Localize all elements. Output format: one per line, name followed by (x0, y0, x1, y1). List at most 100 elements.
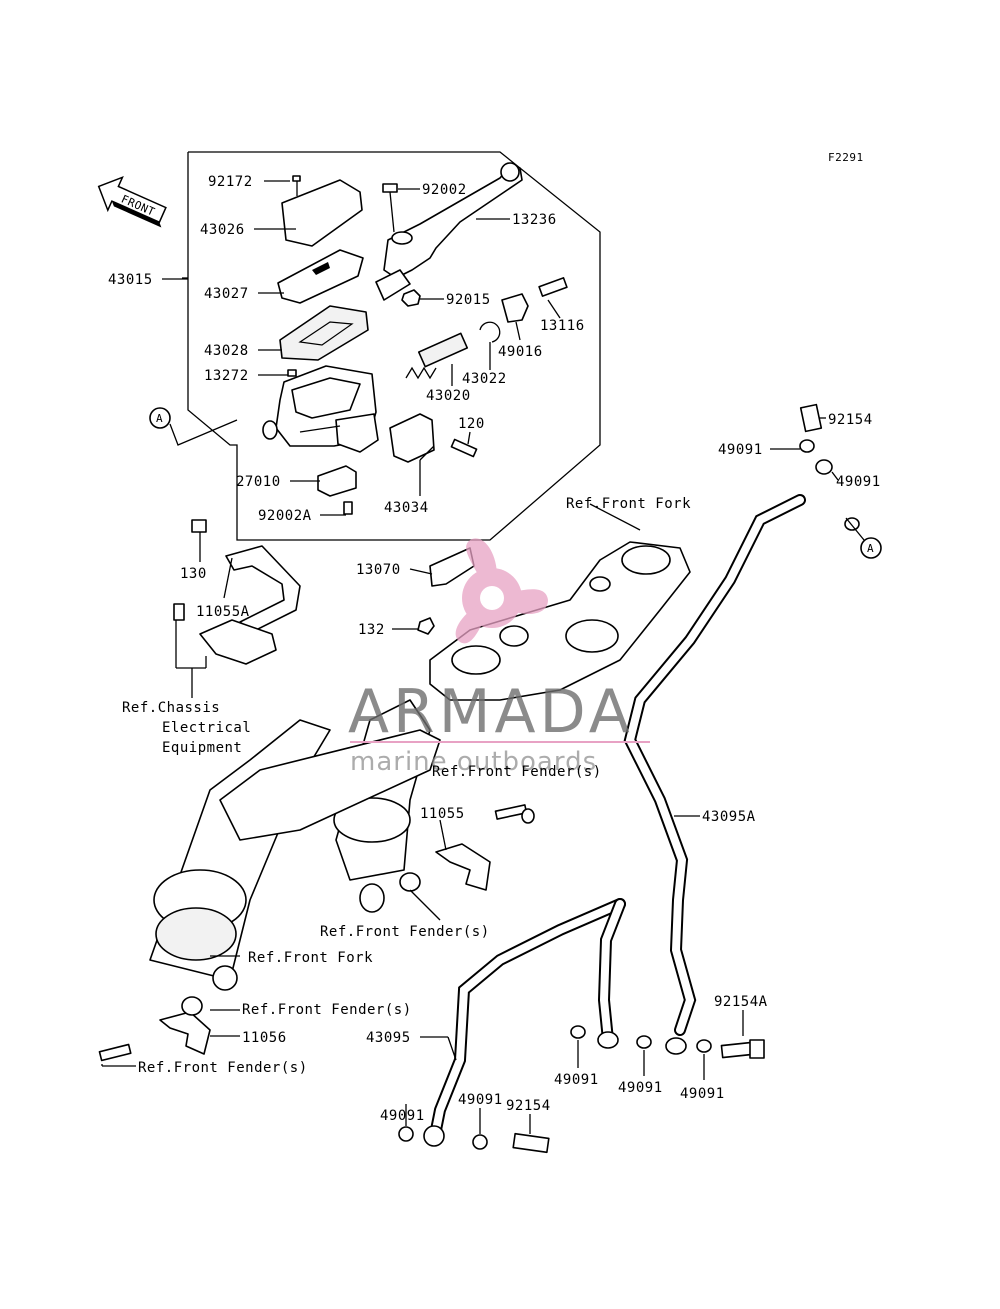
collar-fender-low (181, 996, 203, 1016)
bracket-11055 (435, 843, 491, 891)
callout-43095A: 43095A (702, 809, 756, 825)
callout-11056: 11056 (242, 1030, 287, 1046)
callout-92154-top: 92154 (828, 412, 873, 428)
master-cylinder-body (262, 365, 379, 453)
callout-92002: 92002 (422, 182, 467, 198)
screw-92172 (292, 175, 301, 196)
plate-43027 (277, 249, 364, 304)
ref-front-fender-3: Ref.Front Fender(s) (242, 1002, 412, 1018)
callout-43034: 43034 (384, 500, 429, 516)
callout-43026: 43026 (200, 222, 245, 238)
bolt-fender-low (98, 1043, 132, 1062)
banjo-fitting-left-caliper (597, 1031, 619, 1049)
banjo-fitting-right-caliper (665, 1037, 687, 1055)
callout-43027: 43027 (204, 286, 249, 302)
callout-92002A: 92002A (258, 508, 312, 524)
lower-triple-clamp (219, 729, 441, 841)
bolt-92002A (343, 501, 353, 515)
collar-fender (399, 872, 421, 892)
washer-49091-d (636, 1035, 652, 1049)
grommet-fender (359, 883, 385, 913)
piston-43020 (405, 332, 469, 380)
washer-49091-c (570, 1025, 586, 1039)
front-arrow-icon: FRONT (97, 175, 167, 228)
lever-13236 (375, 162, 523, 301)
callout-49091-b: 49091 (836, 474, 881, 490)
ref-a-right-label: A (867, 542, 874, 555)
callout-11055A: 11055A (196, 604, 250, 620)
ref-circle-a-right (860, 537, 882, 559)
callout-13236: 13236 (512, 212, 557, 228)
callout-132: 132 (358, 622, 385, 638)
ref-front-fork-bottom: Ref.Front Fork (248, 950, 373, 966)
callout-92172: 92172 (208, 174, 253, 190)
callout-49091-c: 49091 (554, 1072, 599, 1088)
assembly-group-outline (187, 151, 601, 541)
banjo-bolt-92154-top (799, 403, 823, 433)
callout-49091-f: 49091 (380, 1108, 425, 1124)
callout-49091-g: 49091 (458, 1092, 503, 1108)
bracket-13070 (429, 547, 475, 587)
banjo-bolt-92154A (720, 1039, 765, 1059)
callout-92015: 92015 (446, 292, 491, 308)
pin-13116 (538, 277, 568, 297)
callout-49091-a: 49091 (718, 442, 763, 458)
circlip-43022 (479, 321, 501, 343)
washer-49091-f (398, 1126, 414, 1142)
bolt-132 (417, 617, 435, 635)
callout-120: 120 (458, 416, 485, 432)
callout-49091-e: 49091 (680, 1086, 725, 1102)
ref-front-fender-1: Ref.Front Fender(s) (432, 764, 602, 780)
holder-43034 (389, 413, 435, 463)
callout-labels: 92172 43026 43015 43027 43028 13272 2701… (108, 174, 881, 1124)
banjo-fitting-lower (423, 1125, 445, 1147)
diaphragm-43028 (279, 305, 369, 361)
screw-13272 (287, 369, 297, 377)
callout-43028: 43028 (204, 343, 249, 359)
callout-92154A: 92154A (714, 994, 768, 1010)
upper-triple-clamp (429, 541, 691, 701)
ref-circle-a-left (149, 407, 171, 429)
callout-27010: 27010 (236, 474, 281, 490)
ref-chassis-line2: Electrical (162, 720, 251, 736)
callout-43015: 43015 (108, 272, 153, 288)
callout-43020: 43020 (426, 388, 471, 404)
callout-13116: 13116 (540, 318, 585, 334)
plate-43027-window (312, 262, 330, 275)
bracket-11056 (159, 1011, 211, 1055)
callout-43095: 43095 (366, 1030, 411, 1046)
watermark-logo (455, 538, 548, 644)
washer-49091-g (472, 1134, 488, 1150)
figure-id: F2291 (828, 151, 864, 164)
bracket-chassis (173, 603, 277, 665)
reservoir-cap-43026 (281, 179, 363, 247)
nut-92015 (401, 289, 421, 307)
watermark-tagline: marine outboards (350, 747, 597, 777)
callout-13070: 13070 (356, 562, 401, 578)
ref-a-left-label: A (156, 412, 163, 425)
clamp-27010 (317, 465, 357, 497)
ref-chassis-line1: Ref.Chassis (122, 700, 220, 716)
callout-43022: 43022 (462, 371, 507, 387)
callout-49091-d: 49091 (618, 1080, 663, 1096)
banjo-fitting-top (815, 459, 833, 475)
bolt-fender-mid (494, 804, 535, 824)
ref-front-fender-2: Ref.Front Fender(s) (320, 924, 490, 940)
pivot-bolt-92002 (382, 183, 398, 233)
washer-49091-a (799, 439, 815, 453)
bolt-130 (191, 519, 207, 533)
bolt-120 (450, 438, 478, 458)
ref-front-fork-top: Ref.Front Fork (566, 496, 691, 512)
watermark-brand: ARMADA (348, 677, 634, 747)
callout-11055: 11055 (420, 806, 465, 822)
ref-front-fender-4: Ref.Front Fender(s) (138, 1060, 308, 1076)
boot-49016 (501, 293, 529, 323)
washer-49091-e (696, 1039, 712, 1053)
callout-13272: 13272 (204, 368, 249, 384)
banjo-bolt-92154-bottom (512, 1132, 550, 1154)
ref-a-left-leader (169, 419, 238, 446)
callout-49016: 49016 (498, 344, 543, 360)
leader-lines (101, 180, 865, 1134)
